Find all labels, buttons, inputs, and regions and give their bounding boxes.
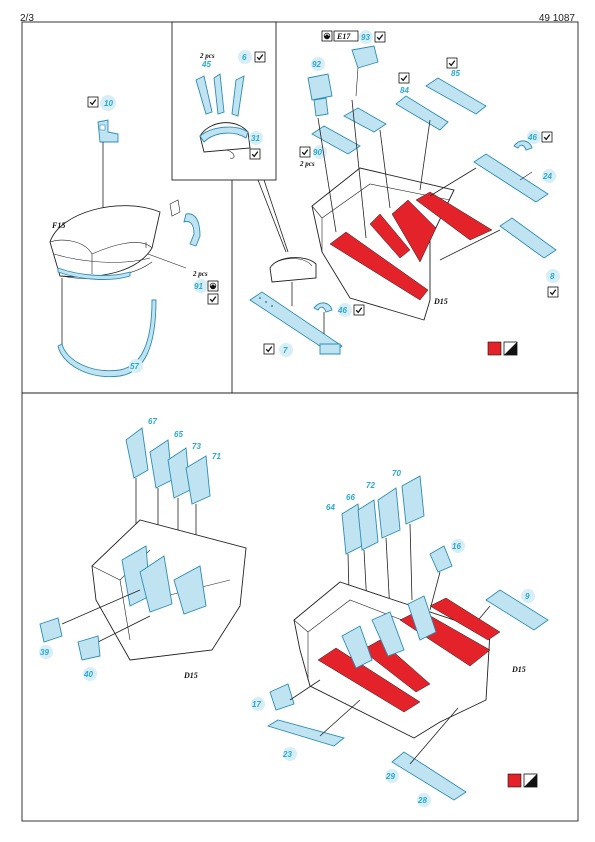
label-part-23: 23 bbox=[282, 750, 292, 759]
label-part-71: 71 bbox=[212, 452, 221, 461]
half-fill-swatch-icon bbox=[487, 341, 518, 356]
label-part-90: 90 bbox=[313, 148, 322, 157]
panel-bottom-right: 64 66 72 70 16 9 bbox=[251, 469, 549, 807]
label-d15-left: D15 bbox=[183, 671, 198, 680]
part-91 bbox=[145, 199, 201, 269]
label-part-57: 57 bbox=[130, 362, 139, 371]
part-39 bbox=[39, 617, 63, 643]
part-57 bbox=[57, 278, 157, 378]
label-part-64: 64 bbox=[326, 503, 335, 512]
check-icon bbox=[263, 343, 275, 355]
check-icon bbox=[547, 286, 559, 298]
check-icon bbox=[249, 148, 261, 160]
check-icon bbox=[353, 304, 365, 316]
part-45 bbox=[195, 73, 245, 117]
label-d15-top: D15 bbox=[433, 297, 448, 306]
part-17 bbox=[269, 679, 321, 711]
part-40 bbox=[77, 635, 101, 661]
part-93 bbox=[351, 45, 379, 97]
label-part-70: 70 bbox=[392, 469, 401, 478]
check-icon bbox=[87, 96, 99, 108]
label-part-92: 92 bbox=[312, 60, 321, 69]
tub-f15 bbox=[49, 205, 161, 280]
label-d15-right: D15 bbox=[511, 665, 526, 674]
label-2pcs-90: 2 pcs bbox=[299, 160, 315, 168]
label-e17: E17 bbox=[336, 32, 351, 41]
bend-icon bbox=[207, 280, 219, 292]
bend-icon bbox=[321, 30, 333, 42]
label-part-10: 10 bbox=[104, 99, 113, 108]
label-f15: F15 bbox=[51, 221, 65, 230]
check-icon bbox=[254, 51, 266, 63]
check-icon bbox=[299, 146, 311, 158]
part-92 bbox=[307, 73, 333, 117]
panel-top-right: E17 93 92 90 2 pcs 84 85 bbox=[299, 30, 560, 356]
part-84 bbox=[395, 95, 449, 131]
part-7 bbox=[249, 291, 343, 355]
part-8 bbox=[499, 217, 557, 259]
label-part-45: 45 bbox=[201, 60, 211, 69]
panel-bottom-left: 67 65 73 71 39 bbox=[39, 417, 247, 681]
label-part-84: 84 bbox=[400, 86, 409, 95]
tub-d15-left bbox=[61, 519, 247, 661]
label-part-7: 7 bbox=[283, 346, 288, 355]
label-part-16: 16 bbox=[452, 542, 461, 551]
label-part-65: 65 bbox=[174, 430, 183, 439]
label-part-73: 73 bbox=[192, 442, 201, 451]
part-10 bbox=[97, 119, 119, 143]
label-part-93: 93 bbox=[361, 33, 370, 42]
page-number: 2/3 bbox=[20, 13, 34, 24]
label-part-24: 24 bbox=[542, 172, 552, 181]
label-part-85: 85 bbox=[451, 69, 460, 78]
label-part-28: 28 bbox=[417, 796, 427, 805]
part-46-top bbox=[313, 302, 333, 334]
panel-top-left: 10 F15 2 pcs 91 57 bbox=[49, 95, 219, 378]
label-part-17: 17 bbox=[252, 700, 261, 709]
label-part-67: 67 bbox=[148, 417, 157, 426]
part-16 bbox=[429, 545, 453, 611]
label-part-91: 91 bbox=[194, 282, 203, 291]
label-2pcs-45: 2 pcs bbox=[199, 52, 215, 60]
label-part-40: 40 bbox=[83, 670, 93, 679]
tub-d15-right bbox=[293, 581, 501, 739]
part-46-right bbox=[513, 140, 533, 151]
label-2pcs-91: 2 pcs bbox=[192, 270, 208, 278]
check-icon bbox=[207, 293, 219, 305]
label-part-66: 66 bbox=[346, 493, 355, 502]
half-fill-swatch-icon bbox=[507, 773, 538, 788]
part-6-seat bbox=[199, 122, 251, 159]
part-24 bbox=[473, 153, 549, 203]
panel-top-middle: 2 pcs 45 6 31 bbox=[171, 21, 365, 357]
label-part-6: 6 bbox=[242, 53, 247, 62]
part-29 bbox=[391, 707, 467, 801]
label-part-29: 29 bbox=[385, 772, 395, 781]
label-part-9: 9 bbox=[525, 592, 530, 601]
check-icon bbox=[446, 57, 458, 69]
label-part-46-right: 46 bbox=[527, 133, 537, 142]
tub-d15-top bbox=[311, 99, 501, 321]
kit-number: 49 1087 bbox=[538, 13, 575, 24]
parts-65-73-panels bbox=[125, 427, 211, 576]
seat-lower bbox=[269, 257, 317, 306]
label-part-8: 8 bbox=[550, 272, 555, 281]
part-23 bbox=[266, 699, 361, 747]
label-part-31: 31 bbox=[251, 134, 260, 143]
label-part-39: 39 bbox=[40, 648, 49, 657]
check-icon bbox=[541, 131, 553, 143]
part-85 bbox=[425, 77, 487, 115]
label-part-46-mid: 46 bbox=[337, 306, 347, 315]
label-part-72: 72 bbox=[366, 481, 375, 490]
check-icon bbox=[398, 72, 410, 84]
check-icon bbox=[374, 31, 386, 43]
